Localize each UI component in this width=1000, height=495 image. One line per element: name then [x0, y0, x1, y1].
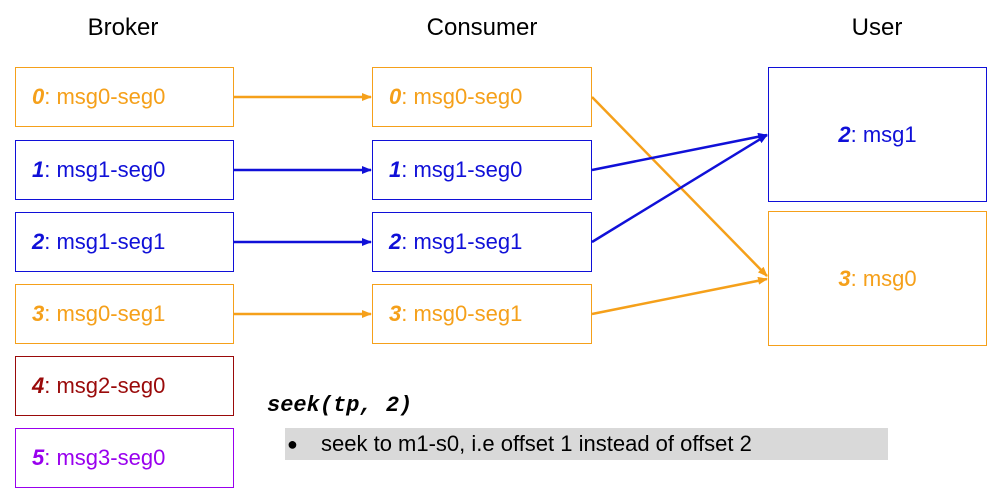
- message-label: msg0: [862, 265, 917, 291]
- segment-label: msg2-seg0: [56, 373, 166, 398]
- segment-label: msg1-seg1: [413, 229, 523, 254]
- consumer-entry-1: 1: msg1-seg0: [372, 140, 592, 200]
- broker-entry-4: 4: msg2-seg0: [15, 356, 234, 416]
- segment-label: msg3-seg0: [56, 445, 166, 470]
- user-header: User: [851, 14, 903, 41]
- consumer-header: Consumer: [426, 14, 538, 41]
- consumer-entry-3: 3: msg0-seg1: [372, 284, 592, 344]
- offset-number: 2: [838, 121, 851, 147]
- segment-label: msg0-seg1: [56, 301, 166, 326]
- arrow-consumer3-user-msg0: [591, 276, 768, 316]
- offset-number: 2: [389, 229, 402, 254]
- offset-number: 3: [838, 265, 851, 291]
- broker-entry-5: 5: msg3-seg0: [15, 428, 234, 488]
- segment-label: msg1-seg1: [56, 229, 166, 254]
- arrow-consumer1-user-msg1: [591, 132, 768, 172]
- offset-number: 1: [32, 157, 45, 182]
- seek-call-title: seek(tp, 2): [267, 393, 413, 418]
- segment-label: msg0-seg0: [413, 84, 523, 109]
- message-label: msg1: [862, 121, 917, 147]
- seek-note: ● seek to m1-s0, i.e offset 1 instead of…: [285, 428, 888, 460]
- user-message-1: 2: msg1: [768, 67, 987, 202]
- offset-number: 3: [389, 301, 402, 326]
- arrow-consumer0-user-msg0: [591, 96, 768, 277]
- offset-number: 5: [32, 445, 45, 470]
- offset-number: 0: [389, 84, 402, 109]
- offset-number: 2: [32, 229, 45, 254]
- offset-number: 1: [389, 157, 402, 182]
- broker-entry-2: 2: msg1-seg1: [15, 212, 234, 272]
- offset-number: 0: [32, 84, 45, 109]
- seek-note-text: seek to m1-s0, i.e offset 1 instead of o…: [321, 431, 752, 456]
- bullet-icon: ●: [287, 433, 298, 454]
- segment-label: msg1-seg0: [413, 157, 523, 182]
- segment-label: msg0-seg1: [413, 301, 523, 326]
- offset-number: 4: [32, 373, 45, 398]
- broker-header: Broker: [87, 14, 159, 41]
- segment-label: msg0-seg0: [56, 84, 166, 109]
- offset-number: 3: [32, 301, 45, 326]
- broker-entry-1: 1: msg1-seg0: [15, 140, 234, 200]
- arrow-consumer2-user-msg1: [591, 133, 768, 244]
- consumer-entry-2: 2: msg1-seg1: [372, 212, 592, 272]
- broker-entry-0: 0: msg0-seg0: [15, 67, 234, 127]
- consumer-entry-0: 0: msg0-seg0: [372, 67, 592, 127]
- segment-label: msg1-seg0: [56, 157, 166, 182]
- user-message-0: 3: msg0: [768, 211, 987, 346]
- broker-entry-3: 3: msg0-seg1: [15, 284, 234, 344]
